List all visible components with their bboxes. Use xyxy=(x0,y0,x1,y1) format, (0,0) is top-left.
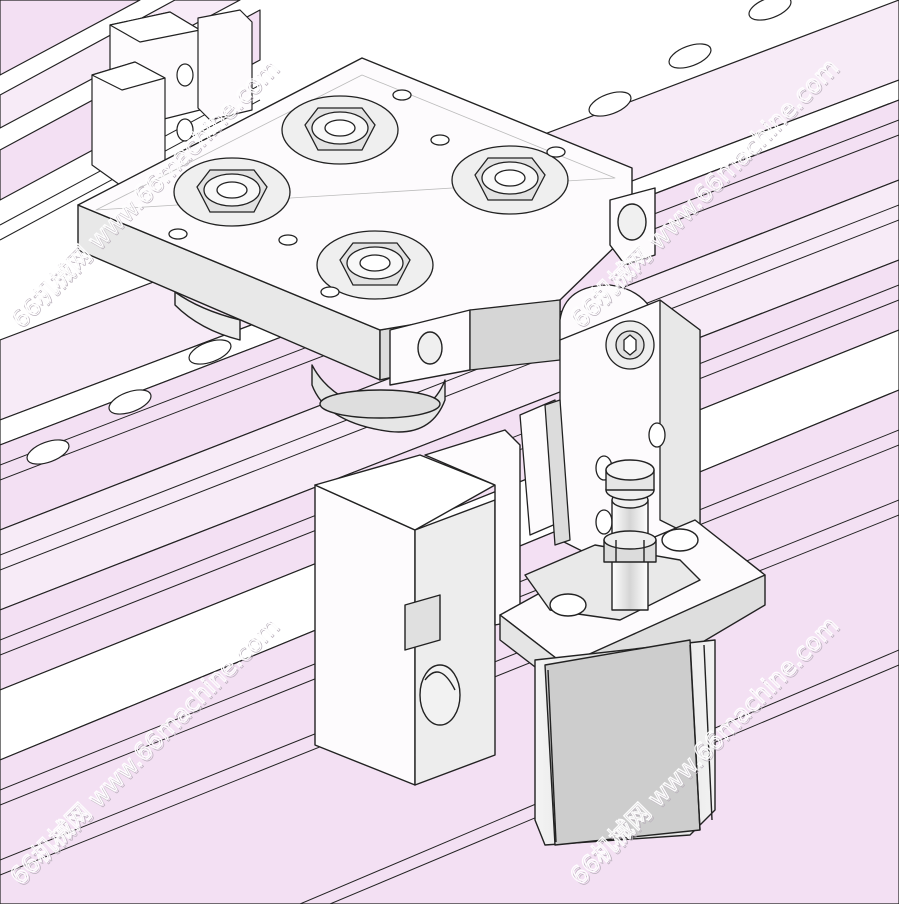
lever-arm xyxy=(469,284,701,561)
bolt-2 xyxy=(173,157,291,227)
rod-nut xyxy=(603,530,657,563)
bracket-hole xyxy=(419,664,461,726)
bracket-front-face xyxy=(314,484,416,786)
rear-stop-blocks xyxy=(91,9,253,186)
mounting-bracket xyxy=(314,429,521,786)
carriage-plate xyxy=(77,57,656,433)
carriage-bolts xyxy=(168,89,569,300)
bolt-4 xyxy=(316,230,434,300)
pneumatic-cylinder xyxy=(499,459,766,846)
rail-band-top-left xyxy=(0,0,141,76)
bolt-3 xyxy=(451,145,569,215)
rail-mounting-holes xyxy=(26,0,792,465)
bolt-1 xyxy=(281,95,399,165)
